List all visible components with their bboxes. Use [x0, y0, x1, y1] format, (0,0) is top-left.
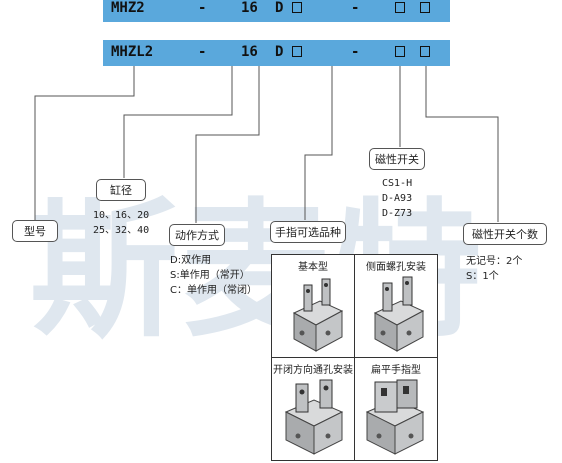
gripper-flat-finger-icon [365, 379, 425, 455]
action-line-1: D:双作用 [170, 255, 212, 266]
model-code-bar-1: MHZ2 - 16 D - [103, 0, 450, 22]
bore-values-line-1: 10、16、20 [93, 210, 150, 221]
finger-options-grid: 基本型 侧面螺孔安装 开闭方向通孔安装 [271, 254, 438, 461]
action-line-2: S:单作用（常开） [170, 270, 250, 281]
finger-option-label: 侧面螺孔安装 [366, 262, 426, 273]
bore-label-box: 缸径 [96, 179, 146, 201]
placeholder-square [420, 46, 430, 57]
bar2-d: D [275, 44, 284, 60]
switch-count-line-1: 无记号：2个 [466, 256, 523, 267]
placeholder-square [420, 2, 430, 13]
finger-option-side-tapped: 侧面螺孔安装 [355, 255, 437, 358]
bar1-dash: - [198, 0, 207, 16]
finger-option-label: 开闭方向通孔安装 [273, 365, 353, 376]
finger-option-label: 扁平手指型 [371, 365, 421, 376]
bar2-size: 16 [241, 44, 258, 60]
bore-values: 10、16、20 25、32、40 [93, 208, 149, 238]
bore-values-line-2: 25、32、40 [93, 225, 150, 236]
placeholder-square [292, 46, 302, 57]
gripper-side-tapped-icon [373, 276, 425, 352]
placeholder-square [395, 2, 405, 13]
switch-line-1: CS1-H [382, 178, 413, 189]
finger-option-label: 基本型 [298, 262, 328, 273]
switch-count-label-box: 磁性开关个数 [463, 223, 547, 245]
finger-option-flat: 扁平手指型 [355, 358, 437, 460]
bar2-dash: - [198, 44, 207, 60]
gripper-basic-icon [292, 278, 344, 352]
finger-label-box: 手指可选品种 [270, 221, 346, 243]
action-values: D:双作用 S:单作用（常开） C：单作用（常闭） [170, 253, 257, 298]
switch-values: CS1-H D-A93 D-Z73 [382, 176, 412, 221]
placeholder-square [395, 46, 405, 57]
model-label-box: 型号 [12, 220, 58, 242]
switch-line-2: D-A93 [382, 193, 413, 204]
placeholder-square [292, 2, 302, 13]
bar1-dash2: - [351, 0, 360, 16]
finger-option-through-hole: 开闭方向通孔安装 [272, 358, 355, 460]
finger-option-basic: 基本型 [272, 255, 355, 358]
switch-label-box: 磁性开关 [369, 148, 425, 170]
action-line-3: C：单作用（常闭） [170, 285, 257, 296]
model-code-bar-2: MHZL2 - 16 D - [103, 40, 450, 66]
switch-line-3: D-Z73 [382, 208, 413, 219]
bar1-d: D [275, 0, 284, 16]
bar2-dash2: - [351, 44, 360, 60]
gripper-through-hole-icon [284, 379, 344, 455]
switch-count-line-2: S：1个 [466, 271, 499, 282]
bar1-size: 16 [241, 0, 258, 16]
bar1-model: MHZ2 [111, 0, 145, 16]
switch-count-values: 无记号：2个 S：1个 [466, 254, 522, 284]
bar2-model: MHZL2 [111, 44, 154, 60]
action-label-box: 动作方式 [169, 224, 225, 246]
